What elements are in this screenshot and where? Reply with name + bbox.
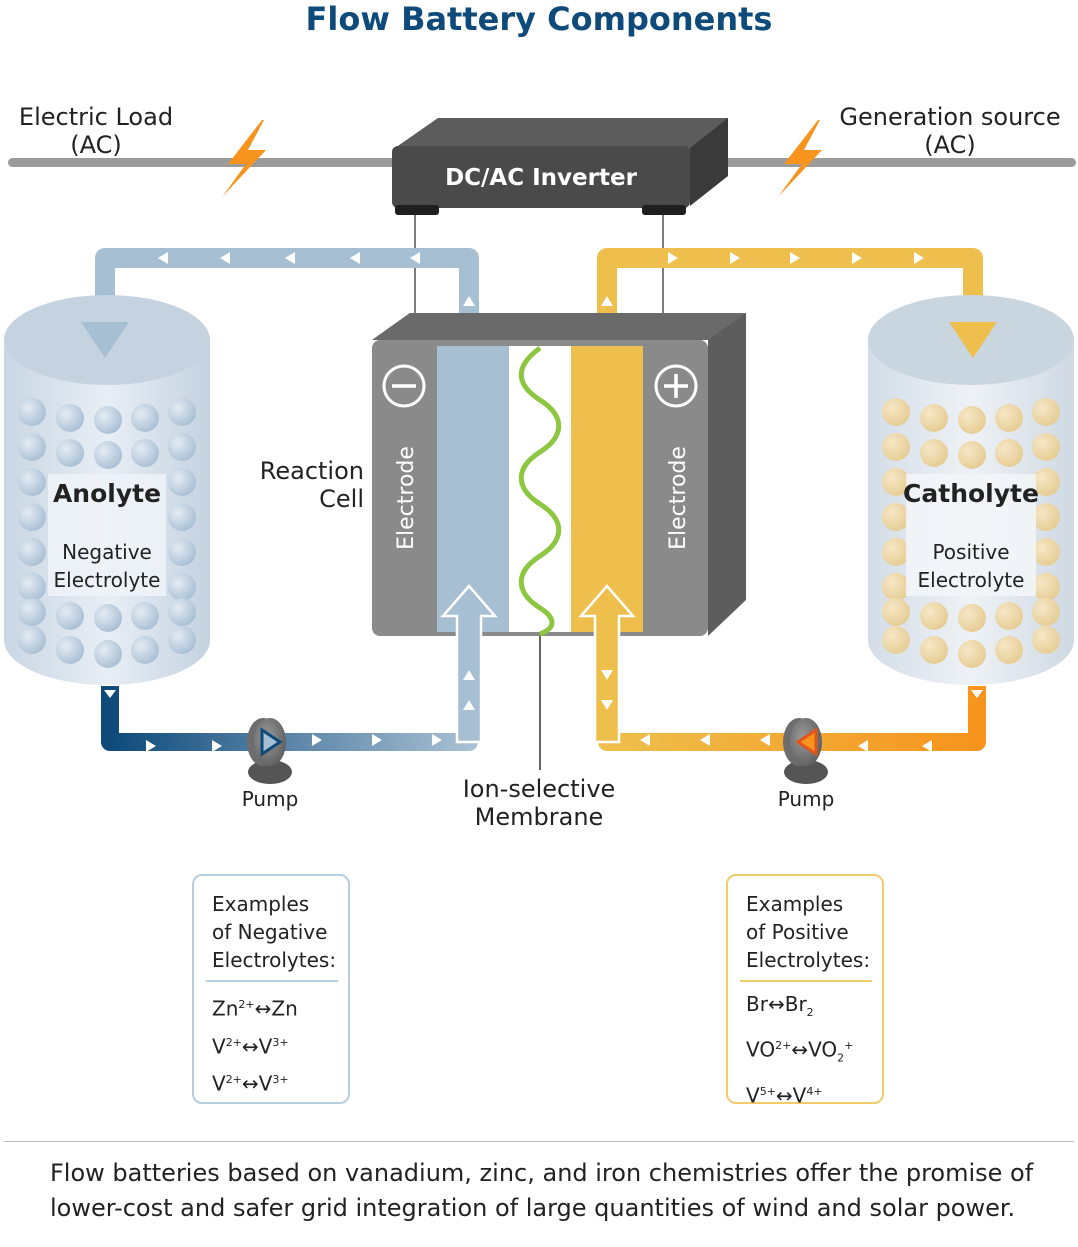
membrane-label-2: Membrane xyxy=(475,803,604,831)
negative-terminal-icon xyxy=(382,364,426,408)
catholyte-bottom-flow-arrows xyxy=(601,670,983,752)
list-item: V5+↔V4+ xyxy=(746,1083,823,1108)
inverter-label: DC/AC Inverter xyxy=(445,165,638,191)
flow-battery-diagram: Flow Battery Components Electric Load (A… xyxy=(4,0,1076,831)
divider xyxy=(206,980,338,982)
anolyte-flow-arrows xyxy=(158,252,475,306)
negative-examples-list: Zn2+↔Zn V2+↔V3+ V2+↔V3+ xyxy=(212,988,298,1101)
right-pump-icon xyxy=(783,718,828,784)
reaction-cell-label-2: Cell xyxy=(319,485,364,513)
catholyte-tank: Catholyte Positive Electrolyte xyxy=(868,295,1074,685)
lightning-bolt-icon xyxy=(778,120,822,197)
catholyte-line2: Electrolyte xyxy=(918,568,1025,592)
generation-source-ac-label: (AC) xyxy=(924,131,975,159)
positive-electrolytes-box: Examples of Positive Electrolytes: Br↔Br… xyxy=(726,874,884,1107)
ion-selective-membrane-wave xyxy=(518,345,562,637)
reaction-cell-label-1: Reaction xyxy=(260,457,364,485)
catholyte-cell-inlet-arrow xyxy=(578,584,636,744)
dc-ac-inverter: DC/AC Inverter xyxy=(392,118,728,215)
ac-line-right xyxy=(708,158,1076,167)
positive-terminal-icon xyxy=(654,364,698,408)
negative-electrolytes-box: Examples of Negative Electrolytes: Zn2+↔… xyxy=(192,874,350,1104)
list-item: Zn2+↔Zn xyxy=(212,996,298,1021)
catholyte-bubbles xyxy=(882,398,1060,668)
anolyte-inlet-arrow xyxy=(81,322,129,358)
catholyte-line1: Positive xyxy=(932,540,1009,564)
catholyte-inlet-arrow xyxy=(949,322,997,358)
list-item: V2+↔V3+ xyxy=(212,1071,289,1096)
divider xyxy=(740,980,872,982)
list-item: VO2+↔VO2+ xyxy=(746,1037,854,1065)
anolyte-line2: Electrolyte xyxy=(54,568,161,592)
positive-examples-heading: Examples of Positive Electrolytes: xyxy=(746,892,871,972)
negative-examples-heading: Examples of Negative Electrolytes: xyxy=(212,892,337,972)
list-item: V2+↔V3+ xyxy=(212,1034,289,1059)
caption: Flow batteries based on vanadium, zinc, … xyxy=(50,1159,1034,1222)
membrane-label-1: Ion-selective xyxy=(463,775,616,803)
list-item: Br↔Br2 xyxy=(746,992,814,1019)
catholyte-title: Catholyte xyxy=(903,479,1039,508)
generation-source-label: Generation source xyxy=(839,103,1060,131)
caption-divider xyxy=(4,1141,1074,1142)
lightning-bolt-icon xyxy=(222,120,266,197)
electrode-left-label: Electrode xyxy=(394,446,419,550)
anolyte-cell-inlet-arrow xyxy=(440,584,498,744)
anolyte-tank: Anolyte Negative Electrolyte xyxy=(4,295,210,685)
anolyte-line1: Negative xyxy=(62,540,152,564)
right-pump-label: Pump xyxy=(778,787,835,811)
electric-load-label: Electric Load xyxy=(19,103,173,131)
ac-line-left xyxy=(8,158,400,167)
electric-load-ac-label: (AC) xyxy=(70,131,121,159)
anolyte-bottom-flow-arrows xyxy=(104,670,475,752)
positive-examples-list: Br↔Br2 VO2+↔VO2+ V5+↔V4+ xyxy=(746,988,853,1112)
anolyte-title: Anolyte xyxy=(53,479,161,508)
left-pump-label: Pump xyxy=(242,787,299,811)
diagram-title: Flow Battery Components xyxy=(306,0,773,38)
reaction-cell: Electrode Electrode xyxy=(372,313,746,637)
left-pump-icon xyxy=(247,718,292,784)
anolyte-bubbles xyxy=(18,398,196,668)
electrode-right-label: Electrode xyxy=(666,446,691,550)
